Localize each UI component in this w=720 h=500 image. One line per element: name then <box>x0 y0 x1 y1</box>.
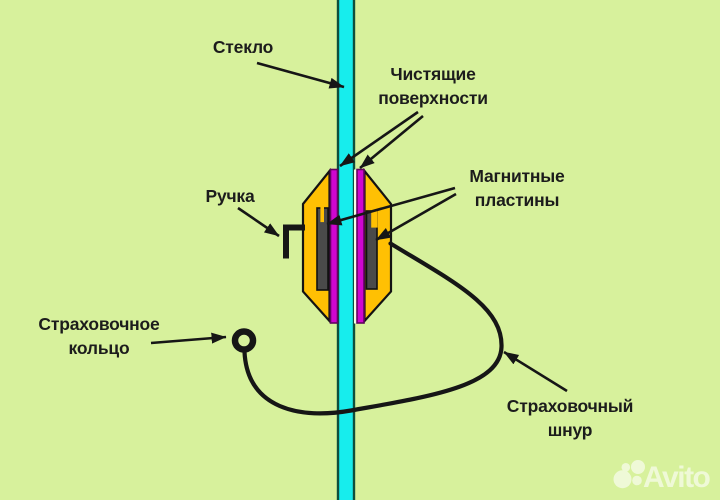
avito-logo-circle-large-bottom <box>613 470 632 489</box>
magnetic-plate-arrow-left <box>326 186 456 226</box>
magnetic-plate-left-notch <box>320 206 324 223</box>
label-safety-ring: Страховочное кольцо <box>38 314 160 358</box>
avito-watermark: Avito <box>613 460 712 494</box>
label-handle: Ручка <box>205 186 255 206</box>
avito-logo-circle-medium-top <box>631 460 645 474</box>
label-glass: Стекло <box>212 37 274 57</box>
safety-cord-arrow <box>503 350 568 393</box>
avito-logo-circle-small-top <box>621 463 631 472</box>
label-safety-cord: Страховочный шнур <box>506 396 634 440</box>
magnetic-plate-arrow-right <box>375 192 457 242</box>
safety-ring-shape <box>231 328 257 353</box>
label-cleaning-surfaces: Чистящие поверхности <box>378 64 488 108</box>
cleaning-surface-left <box>329 168 339 324</box>
label-magnetic-plates: Магнитные пластины <box>469 166 565 210</box>
safety-ring-arrow <box>150 332 227 345</box>
handle-shape <box>283 224 305 259</box>
cleaning-surface-arrow-left <box>339 110 419 168</box>
magnetic-plate-right-notch <box>371 209 378 228</box>
cleaning-surface-right <box>356 168 365 324</box>
avito-watermark-text: Avito <box>643 461 711 494</box>
glass-arrow <box>256 61 345 89</box>
safety-cord-line <box>242 241 504 416</box>
avito-logo-circle-small-bottom <box>632 475 642 486</box>
handle-arrow <box>237 206 280 238</box>
glass-gap <box>354 169 358 324</box>
glass-pane <box>336 0 356 500</box>
cleaning-surface-arrow-right <box>359 114 424 170</box>
annotation-arrows <box>150 61 568 393</box>
